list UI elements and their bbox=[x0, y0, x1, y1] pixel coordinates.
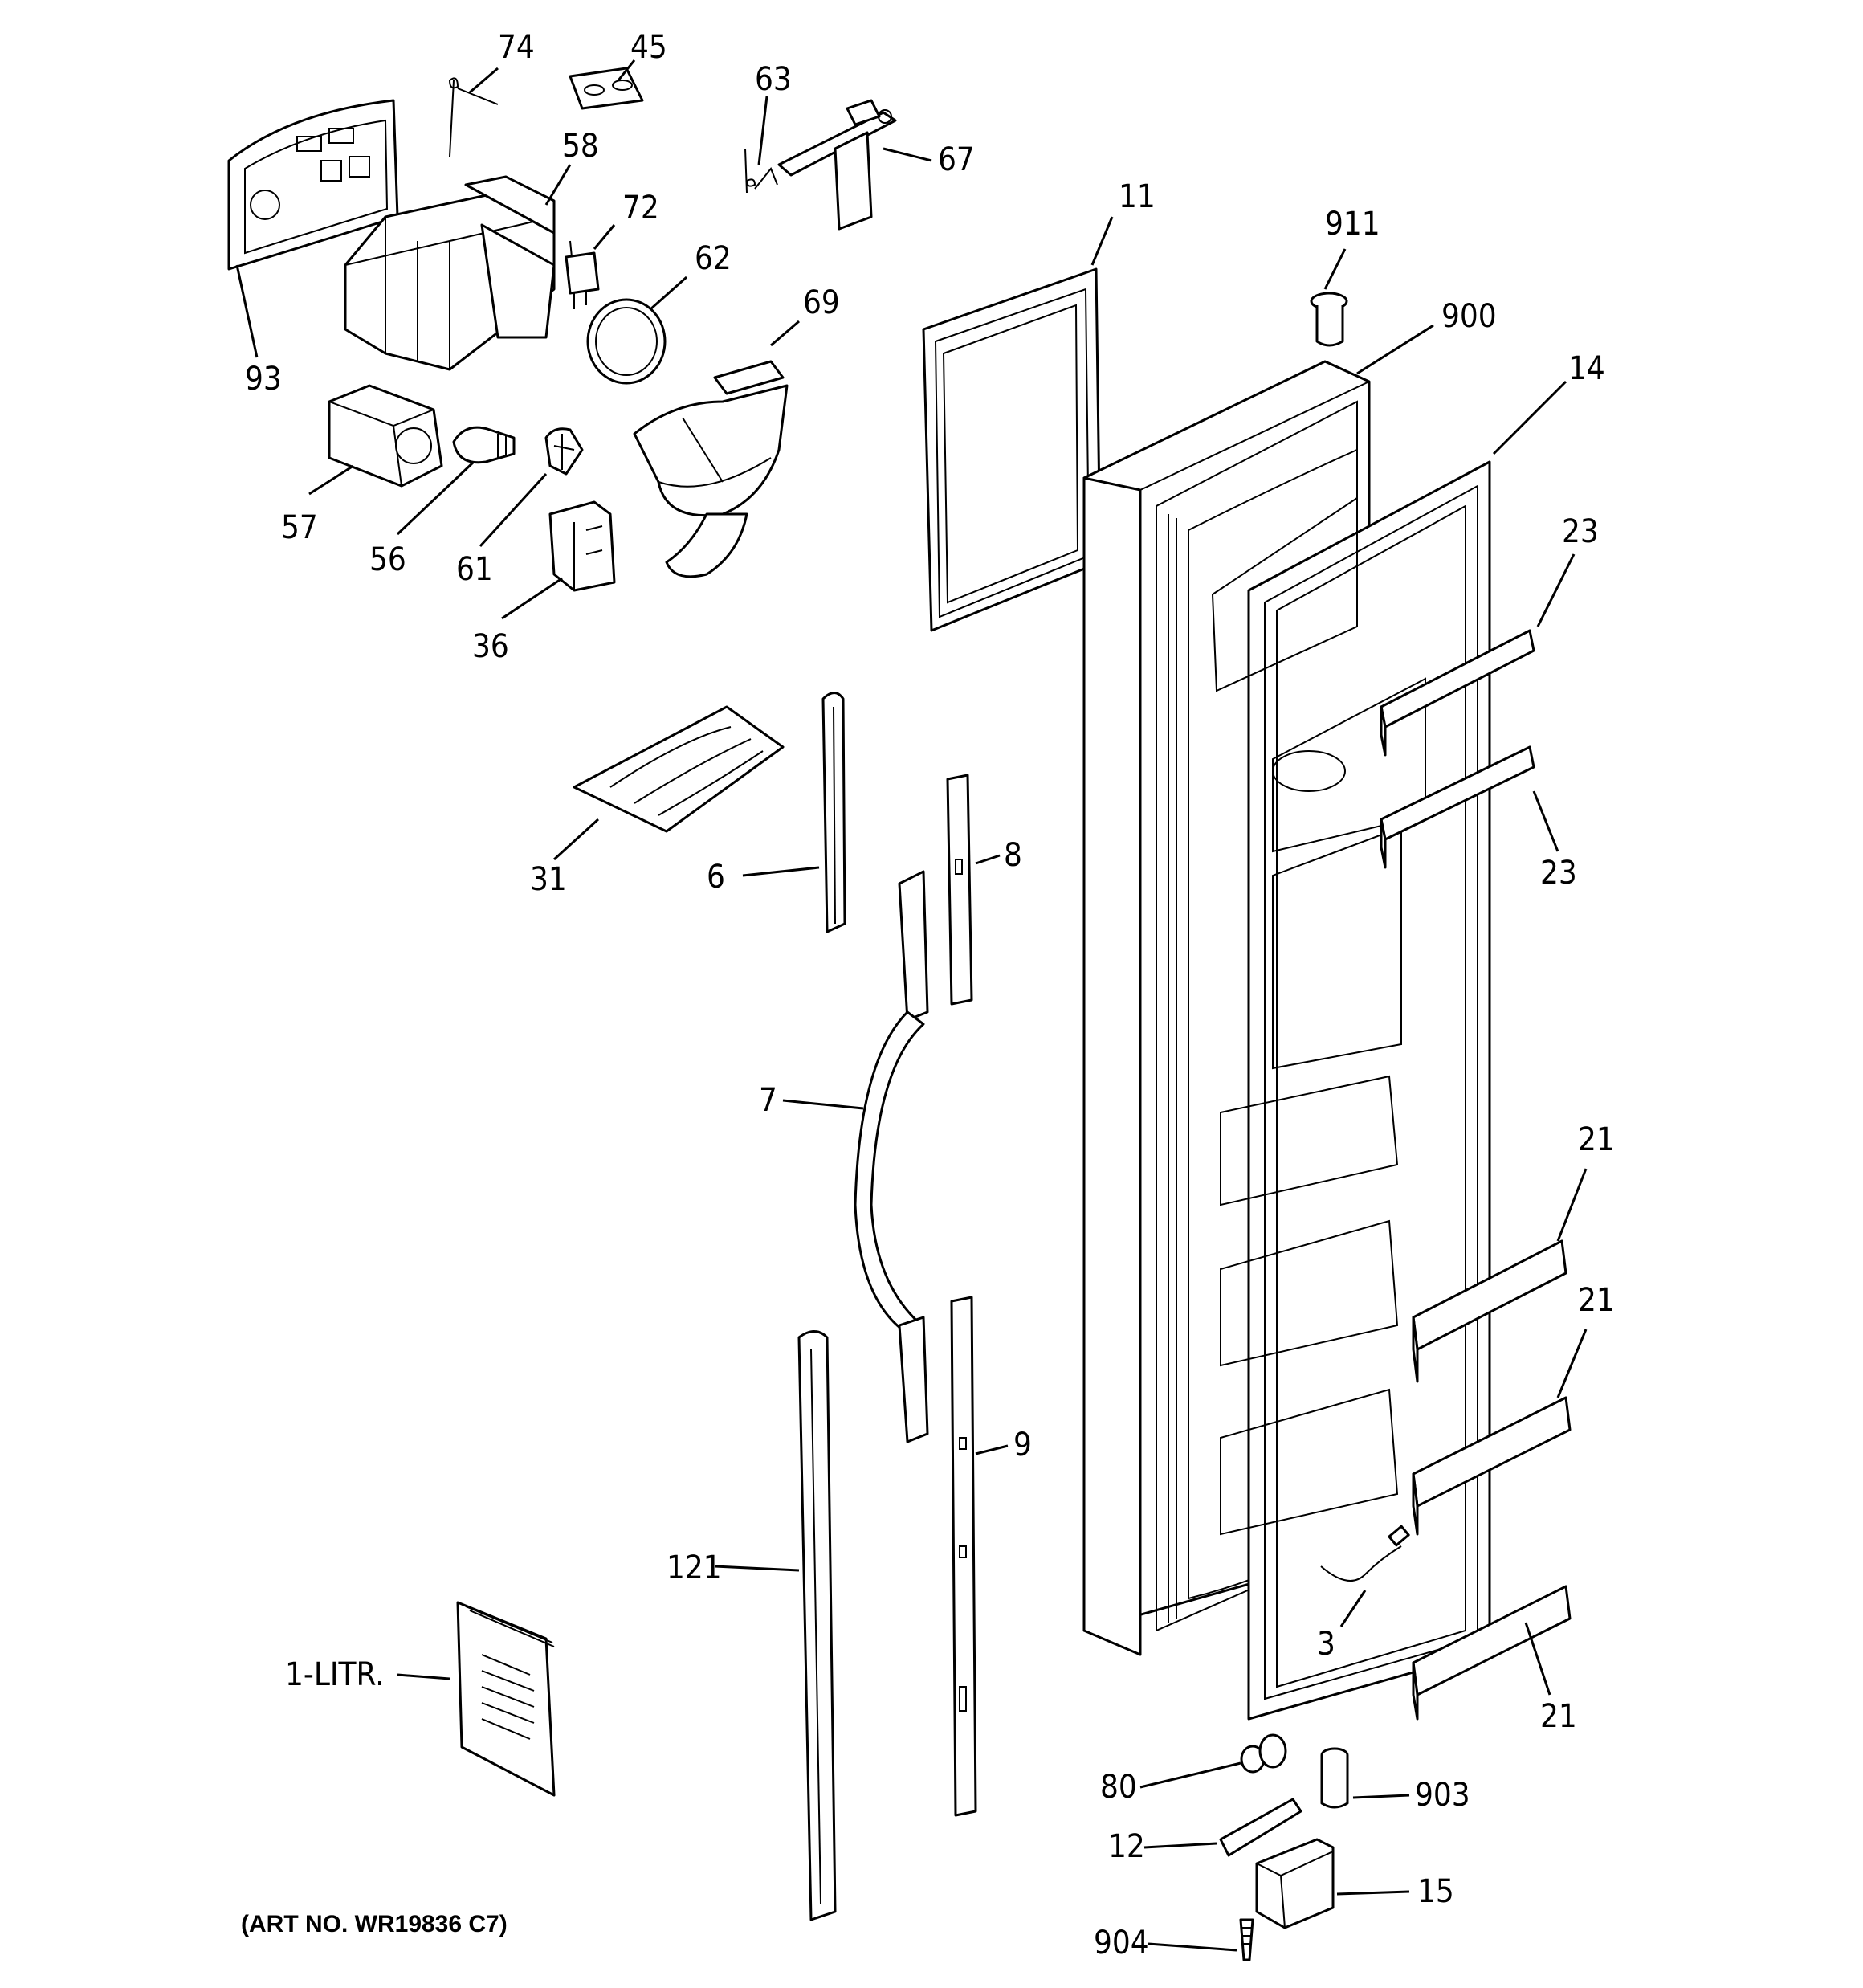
callout-36: 36 bbox=[472, 628, 509, 665]
callout-56: 56 bbox=[369, 541, 406, 578]
part-11-dispenser-frame bbox=[922, 267, 1102, 632]
leader-lines bbox=[235, 59, 1588, 1952]
part-23-rail-lower bbox=[1380, 745, 1535, 869]
callout-72: 72 bbox=[622, 190, 659, 227]
part-121-trim bbox=[797, 1330, 837, 1921]
callout-904: 904 bbox=[1094, 1925, 1149, 1961]
callout-45: 45 bbox=[630, 29, 667, 66]
callout-7: 7 bbox=[759, 1082, 777, 1119]
part-62-ring bbox=[586, 298, 667, 385]
part-3-wire-harness bbox=[1320, 1525, 1410, 1582]
callout-63: 63 bbox=[755, 61, 792, 98]
callout-61: 61 bbox=[456, 551, 493, 588]
part-36-bracket bbox=[548, 500, 616, 592]
part-9-strip bbox=[950, 1296, 977, 1817]
part-14-gasket bbox=[1247, 460, 1491, 1721]
part-8-strip bbox=[946, 774, 973, 1006]
part-23-rail-upper bbox=[1380, 629, 1535, 757]
callout-80: 80 bbox=[1100, 1769, 1137, 1806]
part-911-cap bbox=[1310, 292, 1348, 347]
callout-1-litr: 1-LITR. bbox=[285, 1656, 385, 1693]
part-31-drip-tray bbox=[573, 705, 785, 833]
callout-74: 74 bbox=[498, 29, 535, 66]
door-liner bbox=[1211, 496, 1426, 1536]
callout-6: 6 bbox=[707, 859, 725, 896]
callout-14: 14 bbox=[1568, 350, 1605, 387]
part-63-spring bbox=[744, 148, 778, 194]
part-61-cam bbox=[544, 427, 584, 476]
part-12-hinge-plate bbox=[1219, 1798, 1302, 1857]
callout-62: 62 bbox=[695, 240, 732, 277]
part-67-lever bbox=[777, 99, 897, 231]
part-6-trim bbox=[821, 692, 846, 933]
callout-21-a: 21 bbox=[1578, 1121, 1615, 1158]
callout-121: 121 bbox=[667, 1549, 722, 1586]
part-69-chute bbox=[633, 360, 789, 578]
callout-911: 911 bbox=[1325, 206, 1380, 243]
part-21-rail-1 bbox=[1412, 1239, 1567, 1383]
callout-12: 12 bbox=[1108, 1828, 1145, 1865]
part-80-roller bbox=[1240, 1733, 1287, 1774]
callout-67: 67 bbox=[938, 141, 975, 178]
callout-903: 903 bbox=[1415, 1777, 1470, 1814]
part-903-sleeve bbox=[1320, 1747, 1349, 1809]
part-58-housing bbox=[344, 175, 556, 371]
callout-9: 9 bbox=[1013, 1427, 1032, 1463]
callout-21-c: 21 bbox=[1540, 1698, 1577, 1735]
part-904-screw bbox=[1239, 1918, 1254, 1961]
part-7-handle bbox=[854, 870, 929, 1443]
callout-31: 31 bbox=[530, 861, 567, 898]
part-57-motor bbox=[328, 384, 443, 488]
callout-23-upper: 23 bbox=[1562, 513, 1599, 550]
part-15-hinge bbox=[1255, 1838, 1335, 1929]
callout-8: 8 bbox=[1004, 837, 1022, 874]
callout-3: 3 bbox=[1317, 1626, 1335, 1663]
callout-15: 15 bbox=[1417, 1873, 1454, 1910]
part-21-rail-3 bbox=[1412, 1585, 1572, 1721]
callout-11: 11 bbox=[1119, 178, 1156, 215]
callout-23-lower: 23 bbox=[1540, 855, 1577, 892]
part-56-bulb bbox=[452, 426, 516, 464]
part-1-litr-literature bbox=[456, 1601, 556, 1797]
part-72-switch bbox=[565, 240, 600, 309]
callout-93: 93 bbox=[245, 361, 282, 398]
part-74-spring bbox=[449, 77, 499, 157]
callout-58: 58 bbox=[562, 128, 599, 165]
callout-57: 57 bbox=[281, 509, 318, 546]
callout-21-b: 21 bbox=[1578, 1282, 1615, 1319]
callout-900: 900 bbox=[1441, 298, 1497, 335]
part-21-rail-2 bbox=[1412, 1396, 1572, 1536]
callout-69: 69 bbox=[803, 284, 840, 321]
part-45-bracket bbox=[569, 67, 644, 110]
art-number-caption: (ART NO. WR19836 C7) bbox=[241, 1911, 508, 1937]
